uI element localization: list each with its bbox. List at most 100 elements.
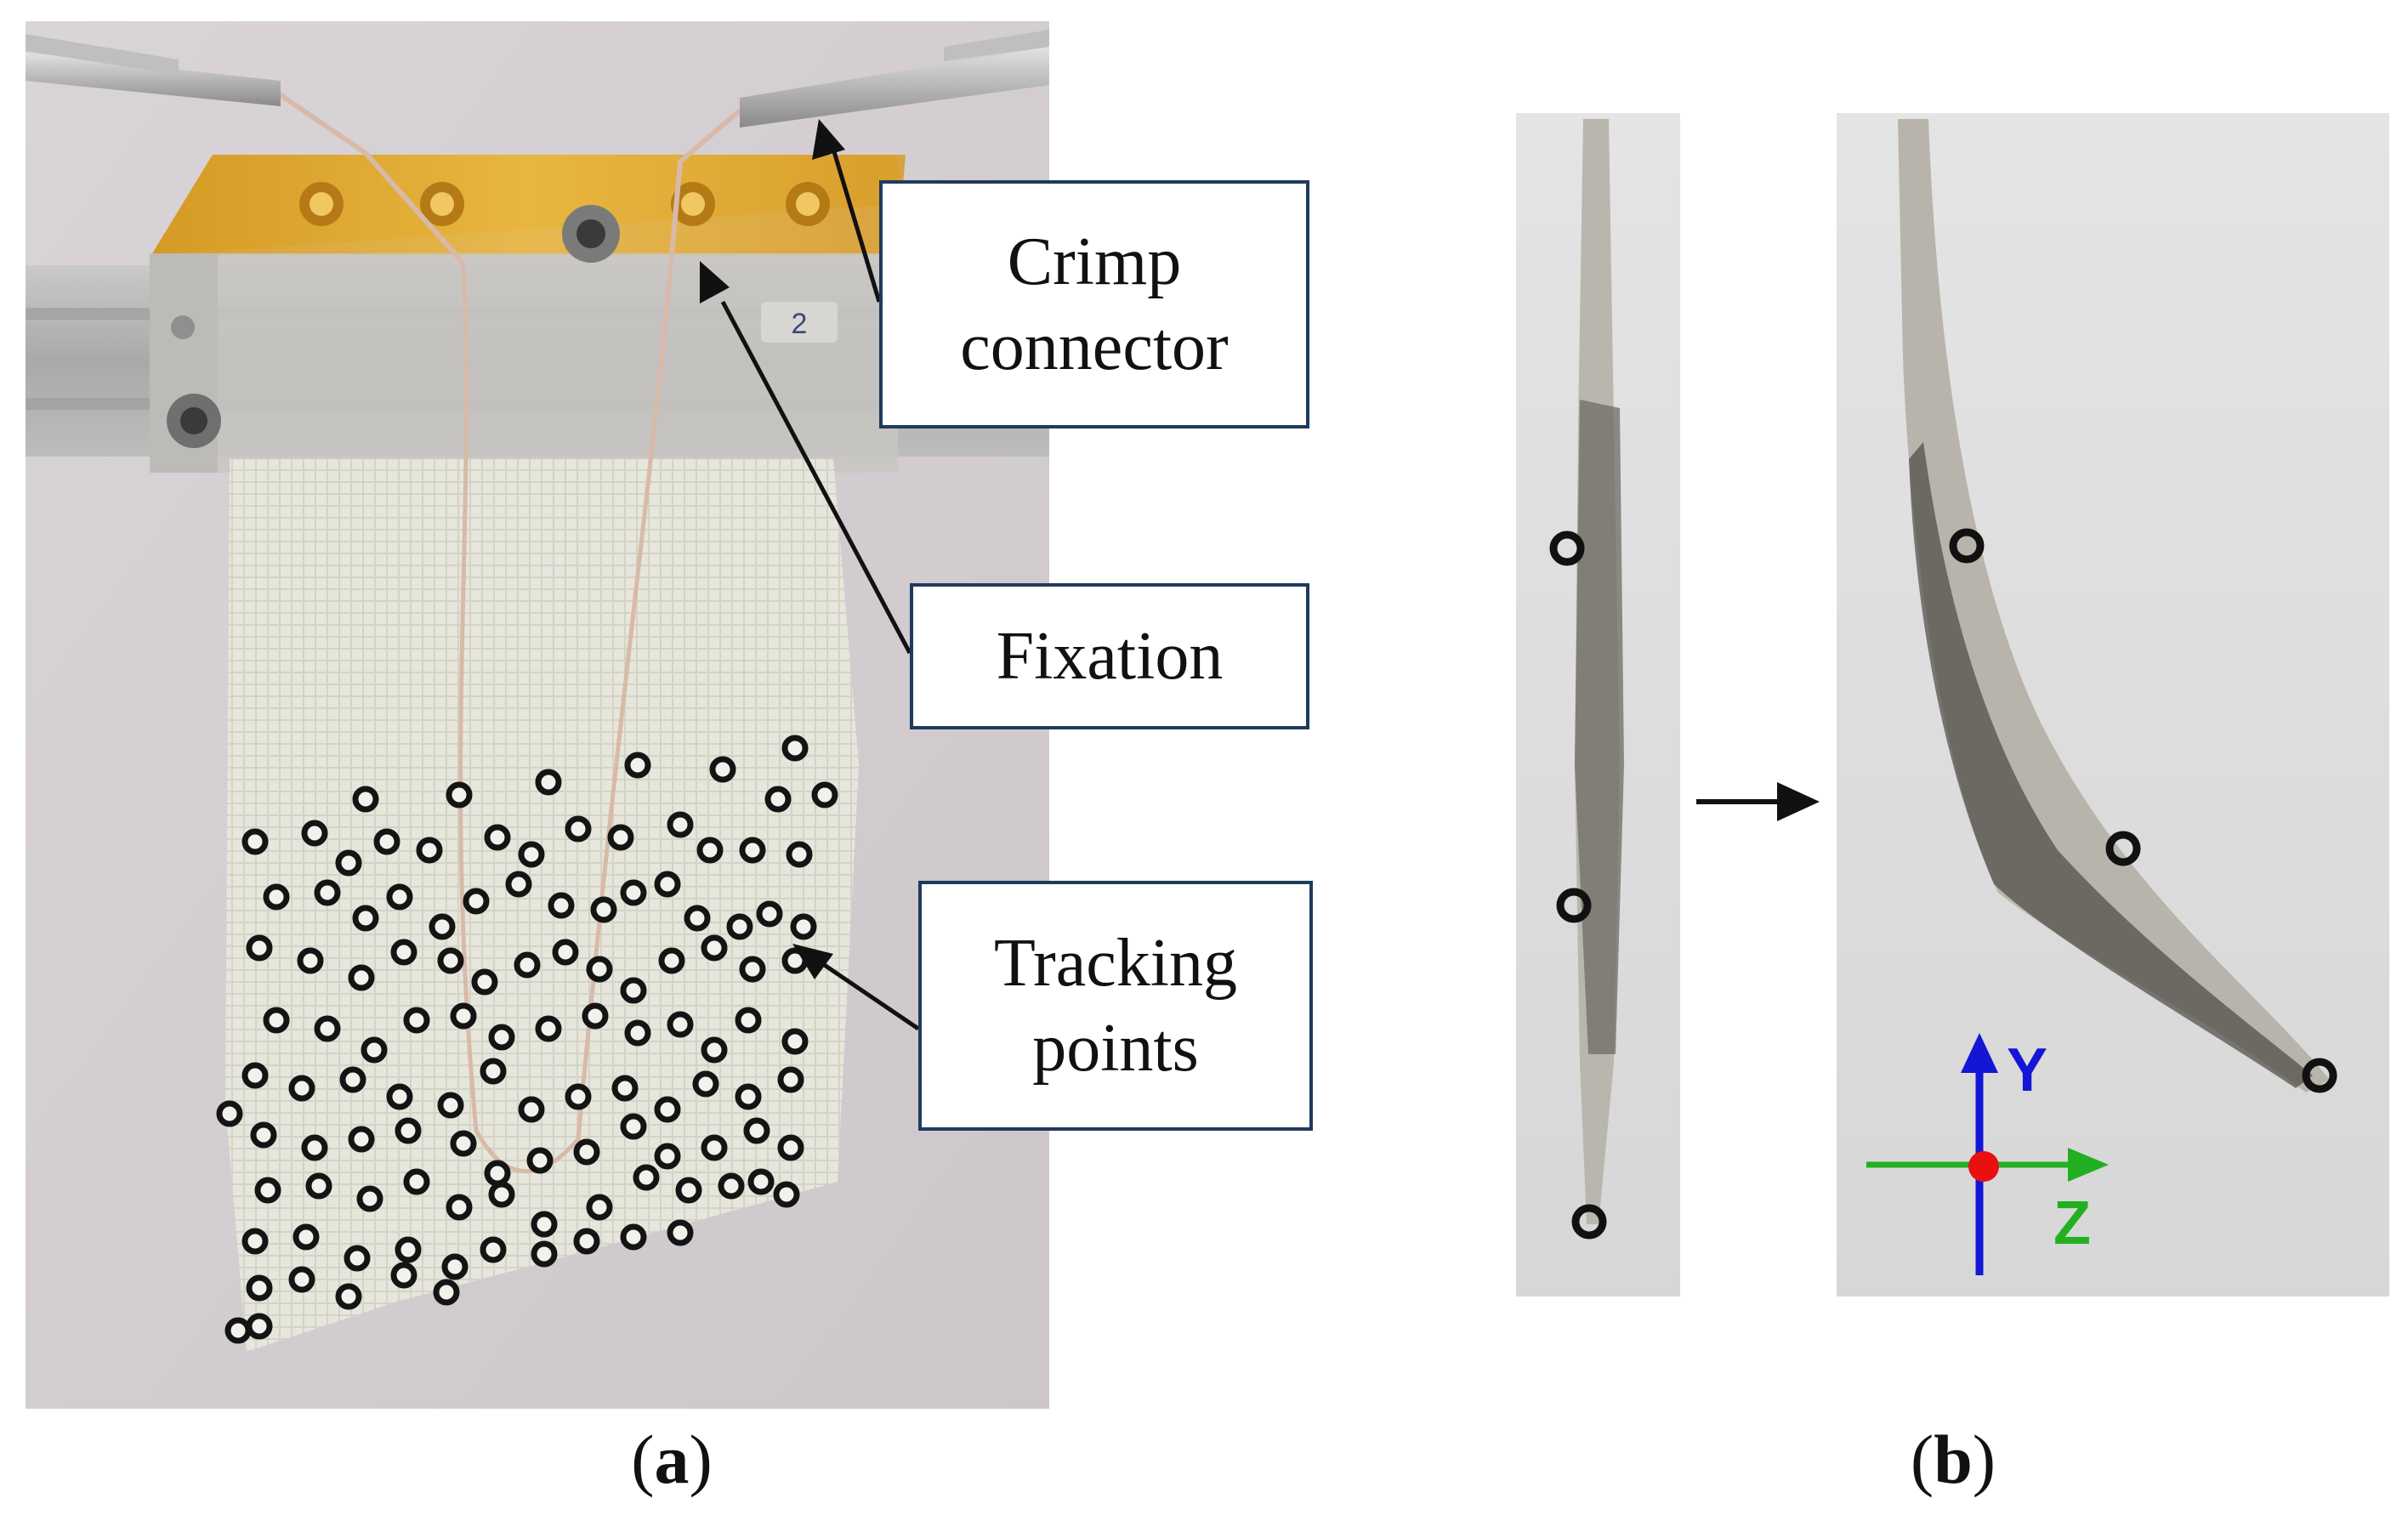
tracking-point [390, 939, 417, 966]
tracking-point [777, 1066, 804, 1093]
tracking-point [786, 841, 813, 868]
clamp-plate: 2 [150, 205, 898, 473]
tracking-point [433, 1279, 460, 1306]
tracking-point [314, 1015, 341, 1042]
tracking-point [488, 1181, 515, 1208]
tracking-point [1949, 528, 1985, 564]
callout-crimp-connector: Crimp connector [879, 180, 1309, 428]
tracking-points-group [216, 735, 838, 1344]
tracking-point [531, 1211, 558, 1238]
tracking-point [241, 828, 269, 855]
tracking-point [395, 1236, 422, 1263]
tracking-point [756, 900, 783, 928]
tracking-point [301, 820, 328, 847]
callout-tracking-points: Tracking points [918, 881, 1313, 1131]
tracking-point [2302, 1058, 2337, 1093]
tracking-point [701, 1134, 728, 1161]
yellow-holder [151, 155, 906, 255]
tracking-point [777, 1134, 804, 1161]
tracking-point [344, 1245, 371, 1272]
strip-deformed [1898, 119, 2330, 1092]
crimp-clip-right [740, 30, 1049, 128]
callout-fixation-text: Fixation [996, 619, 1224, 694]
tracking-point [356, 1185, 383, 1212]
tracking-point [696, 837, 724, 864]
tracking-point [335, 1283, 362, 1310]
tracking-point [463, 888, 490, 915]
tracking-point [675, 1177, 702, 1204]
caption-b-letter: b [1934, 1421, 1973, 1498]
tracking-point [480, 1236, 507, 1263]
tracking-point [726, 913, 753, 940]
leader-arrows [700, 119, 920, 1031]
tracking-point [224, 1317, 252, 1344]
tracking-point [781, 1028, 809, 1055]
tracking-point [620, 879, 647, 906]
tracking-point [773, 1181, 800, 1208]
tracking-point [518, 841, 545, 868]
z-axis-label: Z [2053, 1189, 2091, 1257]
tracking-point [335, 849, 362, 877]
caption-panel-a: (a) [631, 1421, 713, 1498]
z-axis-arrowhead [2068, 1148, 2109, 1182]
tracking-point [373, 828, 400, 855]
tracking-point [531, 1240, 558, 1268]
y-axis-arrowhead [1961, 1033, 1998, 1073]
tracking-point [403, 1168, 430, 1195]
tracking-point [395, 1117, 422, 1144]
tracking-point [586, 1194, 613, 1221]
tracking-point [2105, 831, 2141, 866]
tracking-point [620, 977, 647, 1004]
tracking-point [573, 1138, 600, 1166]
tracking-point [390, 1262, 417, 1289]
tracking-point [747, 1168, 775, 1195]
callout-crimp-line-1: Crimp [1007, 224, 1182, 299]
strip-initial-dots [1549, 531, 1607, 1240]
tracking-point [701, 934, 728, 962]
crimp-clip-left [26, 34, 281, 106]
tracking-point [582, 1002, 609, 1030]
tracking-point [441, 1253, 469, 1280]
tracking-point [246, 1313, 273, 1340]
tracking-point [514, 951, 541, 979]
tracking-point [658, 947, 685, 974]
tracking-point [590, 896, 617, 923]
tracking-point [654, 1096, 681, 1123]
tracking-point [446, 1194, 473, 1221]
tracking-point [624, 752, 651, 779]
tracking-point [790, 913, 817, 940]
callout-fixation: Fixation [910, 583, 1309, 729]
strip-initial [1575, 119, 1624, 1224]
callout-crimp-line-2: connector [960, 309, 1229, 384]
tracking-point [446, 781, 473, 809]
tracking-point [250, 1121, 277, 1149]
tracking-point [518, 1096, 545, 1123]
tracking-point [735, 1007, 762, 1034]
tracking-point [241, 1228, 269, 1255]
tracking-point [263, 883, 290, 911]
tracking-point [811, 781, 838, 809]
tracking-point [437, 947, 464, 974]
tracking-point [1556, 888, 1592, 923]
tracking-point [386, 883, 413, 911]
tracking-point [692, 1070, 719, 1098]
tracking-point [437, 1092, 464, 1119]
tracking-point [352, 905, 379, 932]
tracking-point [586, 956, 613, 983]
tracking-point [505, 871, 532, 898]
tracking-point [480, 1058, 507, 1085]
tracking-point [288, 1266, 315, 1293]
tracking-point [611, 1075, 639, 1102]
tracking-point [739, 837, 766, 864]
tracking-point [288, 1075, 315, 1102]
tracking-point [305, 1172, 332, 1200]
tracking-point [1571, 1204, 1607, 1240]
tracking-point [565, 815, 592, 843]
tracking-point [781, 735, 809, 762]
tracking-point [667, 1219, 694, 1246]
tracking-point [292, 1223, 320, 1251]
tracking-point [684, 905, 711, 932]
tracking-point [535, 1015, 562, 1042]
strip-deformed-dots [1949, 528, 2337, 1093]
